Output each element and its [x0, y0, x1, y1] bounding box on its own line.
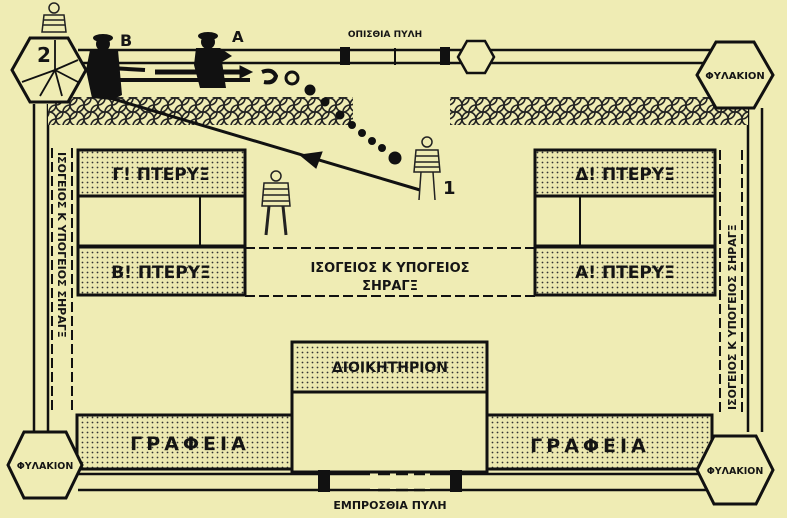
- marker-1: 1: [443, 178, 456, 199]
- right-corridor: ΙΣΟΓΕΙΟΣ Κ ΥΠΟΓΕΙΟΣ ΣΗΡΑΓΞ: [719, 150, 743, 412]
- arrowhead-icon: [239, 65, 254, 79]
- guard-tower-bottom-right: ΦΥΛΑΚΙΟΝ: [695, 434, 775, 506]
- gate-tower: [456, 39, 496, 75]
- guardhouse-label: ΦΥΛΑΚΙΟΝ: [707, 466, 764, 477]
- guardhouse-label: ΦΥΛΑΚΙΟΝ: [17, 461, 74, 472]
- marker-2: 2: [37, 43, 51, 67]
- wing-d: [533, 148, 717, 198]
- marker-b: B: [120, 31, 132, 50]
- back-gate-label: ΟΠΙΣΘΙΑ ΠΥΛΗ: [348, 30, 422, 40]
- guard-figure-middle: [261, 170, 291, 236]
- right-corridor-label: ΙΣΟΓΕΙΟΣ Κ ΥΠΟΓΕΙΟΣ ΣΗΡΑΓΞ: [726, 224, 739, 410]
- central-corridor-line1: ΙΣΟΓΕΙΟΣ Κ ΥΠΟΓΕΙΟΣ: [310, 261, 469, 276]
- marker-a: A: [232, 28, 244, 46]
- wing-a-label: Α! ΠΤΕΡΥΞ: [575, 263, 675, 283]
- guard-tower-top-right: ΦΥΛΑΚΙΟΝ: [695, 40, 775, 110]
- headquarters-label: ΔΙΟΙΚΗΤΗΡΙΟΝ: [332, 360, 448, 376]
- back-gate: ΟΠΙΣΘΙΑ ΠΥΛΗ: [340, 30, 496, 75]
- wing-b: [76, 245, 247, 297]
- central-corridor-line2: ΣΗΡΑΓΞ: [362, 279, 418, 294]
- guard-tower-top-left: 2: [10, 36, 88, 104]
- prisoner-figure-1: [413, 136, 441, 201]
- escapee-a-figure: A: [194, 28, 244, 88]
- dotted-trail: [304, 84, 402, 165]
- wing-g-lower: [76, 194, 247, 248]
- wing-g-label: Γ! ΠΤΕΡΥΞ: [112, 165, 209, 185]
- central-corridor: ΙΣΟΓΕΙΟΣ Κ ΥΠΟΓΕΙΟΣ ΣΗΡΑΓΞ: [245, 247, 535, 297]
- guard-figure-top: [41, 2, 67, 33]
- guardhouse-label: ΦΥΛΑΚΙΟΝ: [705, 71, 765, 82]
- barbed-wire-right: [450, 97, 748, 125]
- offices-left: [75, 413, 294, 471]
- wing-a: [533, 245, 717, 297]
- front-gate: ΕΜΠΡΟΣΘΙΑ ΠΥΛΗ: [318, 470, 462, 512]
- wing-d-lower: [533, 194, 717, 248]
- arrowhead-icon: [298, 151, 323, 169]
- wing-g: [76, 148, 247, 198]
- guard-tower-bottom-left: ΦΥΛΑΚΙΟΝ: [6, 430, 84, 500]
- wing-d-label: Δ! ΠΤΕΡΥΞ: [575, 165, 675, 185]
- wing-b-label: Β! ΠΤΕΡΥΞ: [111, 263, 211, 283]
- front-gate-label: ΕΜΠΡΟΣΘΙΑ ΠΥΛΗ: [333, 499, 446, 512]
- offices-right-label: ΓΡΑΦΕΙΑ: [530, 435, 650, 457]
- headquarters: [290, 340, 489, 394]
- escapee-b-figure: B: [86, 31, 132, 100]
- headquarters-courtyard: [290, 390, 489, 474]
- offices-right: [485, 413, 714, 471]
- barbed-wire-left: [48, 97, 353, 125]
- offices-left-label: ΓΡΑΦΕΙΑ: [130, 433, 250, 455]
- left-corridor: ΙΣΟΓΕΙΟΣ Κ ΥΠΟΓΕΙΟΣ ΣΗΡΑΓΞ: [51, 148, 73, 412]
- left-corridor-label: ΙΣΟΓΕΙΟΣ Κ ΥΠΟΓΕΙΟΣ ΣΗΡΑΓΞ: [55, 152, 68, 338]
